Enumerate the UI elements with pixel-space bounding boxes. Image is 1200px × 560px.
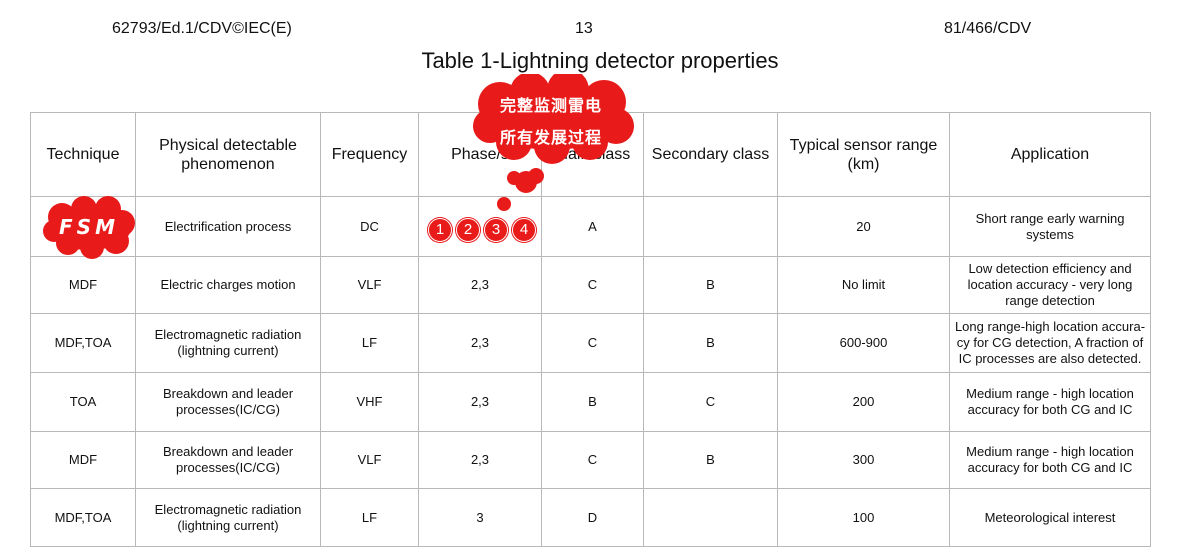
cell-main-class: B [541,372,644,432]
cell-frequency: VHF [320,372,419,432]
cell-frequency: VLF [320,256,419,314]
header-document-id: 62793/Ed.1/CDV©IEC(E) [112,20,292,37]
column-header-sensor-range: Typical sensor range (km) [777,112,950,197]
cell-application: Low detection efficiency and location ac… [949,256,1151,314]
cell-phenomenon: Breakdown and leader processes(IC/CG) [135,372,321,432]
cell-secondary-class: B [643,256,778,314]
fsm-badge: FSM [42,195,136,259]
fsm-cloud-shape [43,196,135,259]
lightning-detector-table: Technique Physical detectable phenomenon… [30,112,1151,547]
cell-technique: TOA [30,372,136,432]
cell-technique: MDF [30,431,136,489]
cell-secondary-class: B [643,431,778,489]
cell-sensor-range: 600-900 [777,313,950,373]
cell-phases: 2,3 [418,256,542,314]
table-title: Table 1-Lightning detector properties [421,48,779,73]
cell-main-class: D [541,488,644,547]
cloud-shape [473,74,634,193]
column-header-technique: Technique [30,112,136,197]
cell-sensor-range: 300 [777,431,950,489]
table-row: MDF Electric charges motion VLF 2,3 C B … [30,256,1151,314]
cell-phases: 2,3 [418,372,542,432]
cell-main-class: A [541,196,644,257]
cell-application: Meteorological interest [949,488,1151,547]
column-header-phenomenon: Physical detectable phenomenon [135,112,321,197]
cell-secondary-class: B [643,313,778,373]
cell-technique: MDF,TOA [30,313,136,373]
phase-badge-2: 2 [456,218,480,242]
header-cdv-number: 81/466/CDV [944,20,1032,37]
cell-frequency: DC [320,196,419,257]
cell-phenomenon: Electric charges motion [135,256,321,314]
cloud-trail-bubble [497,197,511,211]
cell-sensor-range: No limit [777,256,950,314]
cell-technique: MDF [30,256,136,314]
cell-sensor-range: 20 [777,196,950,257]
cell-application: Short range early warning systems [949,196,1151,257]
phase-badge-3: 3 [484,218,508,242]
header-page-number: 13 [575,20,593,37]
cell-main-class: C [541,256,644,314]
phase-badges: 1 2 3 4 [428,218,536,242]
cell-phenomenon: Electromagnetic radiation (lightning cur… [135,313,321,373]
cell-application: Long range-high location accura-cy for C… [949,313,1151,373]
cell-application: Medium range - high location accuracy fo… [949,372,1151,432]
column-header-secondary-class: Secondary class [643,112,778,197]
cloud-text-line1: 完整监测雷电 [499,96,602,115]
cell-sensor-range: 100 [777,488,950,547]
cell-secondary-class [643,488,778,547]
annotation-cloud: 完整监测雷电 所有发展过程 [470,74,638,194]
cell-frequency: LF [320,488,419,547]
table-row: Electrification process DC A 20 Short ra… [30,196,1151,257]
fsm-label: FSM [59,215,119,239]
cell-secondary-class: C [643,372,778,432]
cell-phenomenon: Electrification process [135,196,321,257]
cell-phases: 3 [418,488,542,547]
table-row: MDF,TOA Electromagnetic radiation (light… [30,313,1151,373]
table-row: TOA Breakdown and leader processes(IC/CG… [30,372,1151,432]
cell-technique: MDF,TOA [30,488,136,547]
cell-main-class: C [541,431,644,489]
cell-phenomenon: Breakdown and leader processes(IC/CG) [135,431,321,489]
cell-frequency: VLF [320,431,419,489]
cell-main-class: C [541,313,644,373]
phase-badge-1: 1 [428,218,452,242]
column-header-application: Application [949,112,1151,197]
cell-phenomenon: Electromagnetic radiation (lightning cur… [135,488,321,547]
cell-phases: 2,3 [418,431,542,489]
table-row: MDF Breakdown and leader processes(IC/CG… [30,431,1151,489]
cloud-text-line2: 所有发展过程 [499,128,602,147]
cell-secondary-class [643,196,778,257]
column-header-frequency: Frequency [320,112,419,197]
cell-sensor-range: 200 [777,372,950,432]
cell-application: Medium range - high location accuracy fo… [949,431,1151,489]
cell-frequency: LF [320,313,419,373]
table-header-row: Technique Physical detectable phenomenon… [30,112,1151,197]
table-row: MDF,TOA Electromagnetic radiation (light… [30,488,1151,547]
cell-phases: 2,3 [418,313,542,373]
phase-badge-4: 4 [512,218,536,242]
